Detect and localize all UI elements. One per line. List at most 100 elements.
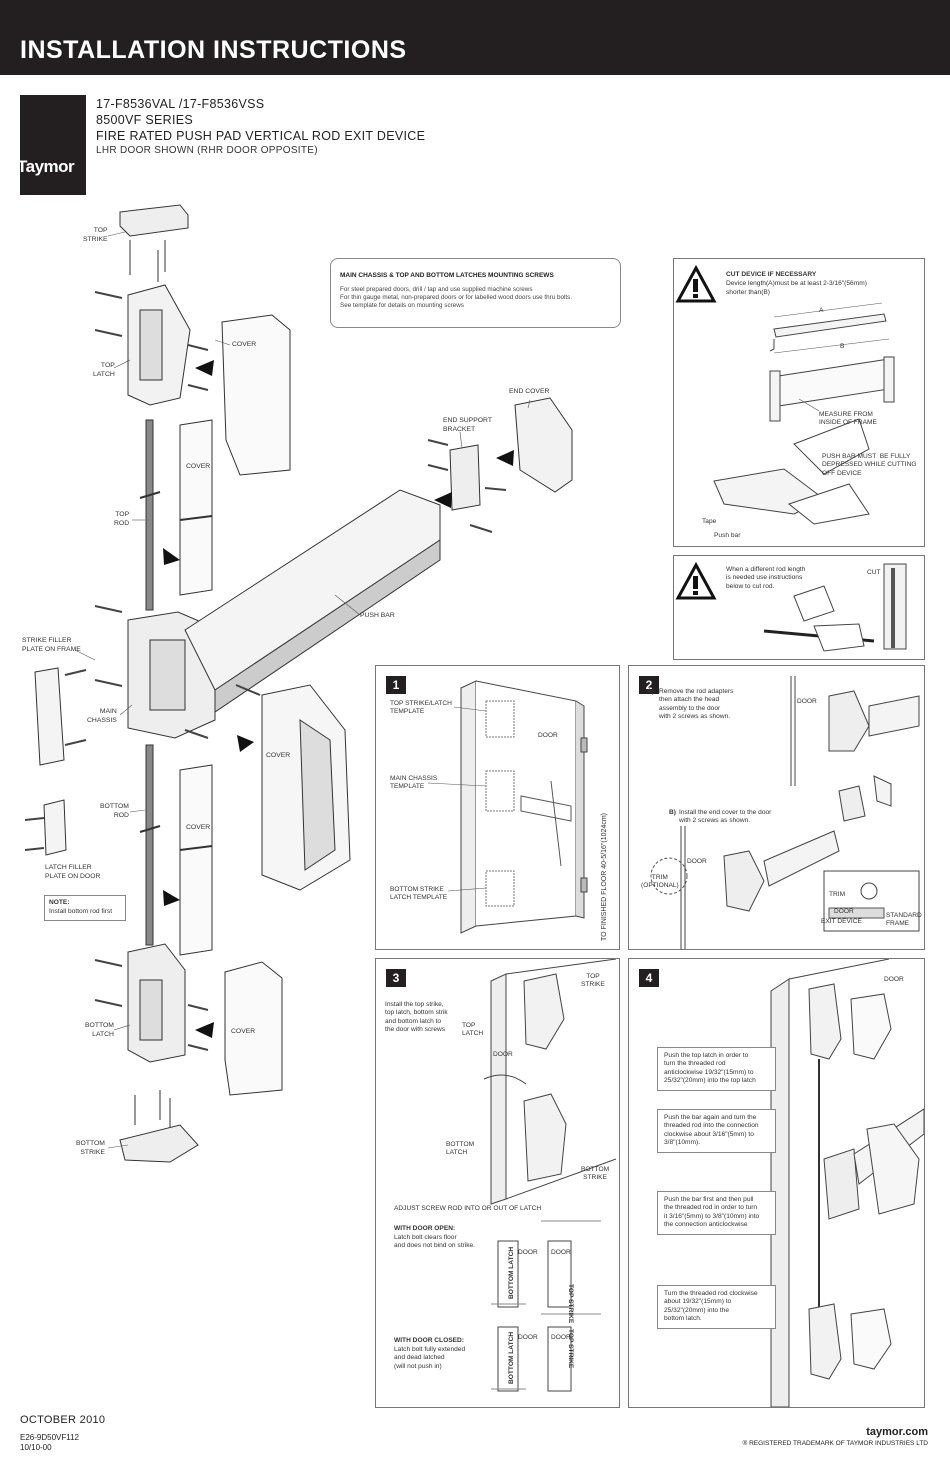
step-1-number: 1 xyxy=(386,676,406,694)
install-note-box: NOTE: Install bottom rod first xyxy=(44,895,126,921)
footer-trademark: ® REGISTERED TRADEMARK OF TAYMOR INDUSTR… xyxy=(742,1440,929,1447)
cut-device-line1-a: Device length xyxy=(726,280,766,287)
label-bottom-cover: COVER xyxy=(231,1028,256,1035)
model-info: 17-F8536VAL /17-F8536VSS 8500VF SERIES F… xyxy=(96,96,425,158)
top-template-label: TOP STRIKE/LATCH TEMPLATE xyxy=(390,700,452,716)
depress-note: PUSH BAR MUST BE FULLY DEPRESSED WHILE C… xyxy=(822,453,917,477)
label-rod-cover-top: COVER xyxy=(186,463,211,470)
exit-device-label: EXIT DEVICE xyxy=(821,918,862,925)
label-main-cover: COVER xyxy=(266,752,291,759)
step-3-top-latch: TOP LATCH xyxy=(462,1022,484,1038)
rod-length-text: When a different rod length is needed us… xyxy=(726,566,806,590)
step-1-door-label: DOOR xyxy=(538,732,558,739)
step-3-drawing xyxy=(483,959,617,1392)
page-title: INSTALLATION INSTRUCTIONS xyxy=(20,36,407,64)
label-latch-filler: LATCH FILLER PLATE ON DOOR xyxy=(45,864,101,880)
adjust-title: ADJUST SCREW ROD INTO OR OUT OF LATCH xyxy=(394,1205,542,1212)
step-2b-label: B) xyxy=(669,809,676,816)
step-3-panel: 3 Install the top strike, top latch, bot… xyxy=(375,958,620,1408)
label-bottom-rod: BOTTOM ROD xyxy=(100,803,129,819)
step-4-drawing xyxy=(770,959,924,1407)
rod-length-panel: When a different rod length is needed us… xyxy=(673,555,925,660)
step-3-door-d: DOOR xyxy=(551,1334,571,1341)
tape-label: Tape xyxy=(702,518,717,525)
cut-device-line1-b: must be at least 2-3/16"(56mm) xyxy=(774,280,867,287)
footer-date: OCTOBER 2010 xyxy=(20,1414,106,1426)
top-strike-vertical-1: TOP STRIKE xyxy=(567,1284,574,1324)
model-number: 17-F8536VAL /17-F8536VSS xyxy=(96,97,265,111)
step-2a-label: A) xyxy=(647,688,654,695)
label-bottom-latch: BOTTOM LATCH xyxy=(85,1022,114,1038)
model-description: FIRE RATED PUSH PAD VERTICAL ROD EXIT DE… xyxy=(96,129,426,143)
dimension-b: B xyxy=(840,343,845,350)
revision-code: 10/10-00 xyxy=(20,1443,52,1452)
trim-optional-label: TRIM (OPTIONAL) xyxy=(641,874,679,890)
cut-device-line2: shorter than(B) xyxy=(726,289,770,296)
mounting-screws-line1: For steel prepared doors, drill / tap an… xyxy=(340,286,533,293)
step-2-door2-label: DOOR xyxy=(687,858,707,865)
footer-website[interactable]: taymor.com xyxy=(866,1426,928,1438)
step-2-door-label: DOOR xyxy=(797,698,817,705)
step-4-text-3: Push the bar first and then pull the thr… xyxy=(664,1196,760,1229)
label-end-support-bracket: END SUPPORT BRACKET xyxy=(443,417,492,433)
step-3-door-label: DOOR xyxy=(493,1051,513,1058)
trim-label: TRIM xyxy=(829,891,846,898)
cut-device-panel: CUT DEVICE IF NECESSARY Device length(A)… xyxy=(673,258,925,547)
step-4-panel: 4 DOOR Push the top latch in order to tu… xyxy=(628,958,925,1408)
step-3-door-c: DOOR xyxy=(518,1334,538,1341)
step-3-bottom-strike: BOTTOM STRIKE xyxy=(581,1166,610,1182)
marker-b: B xyxy=(763,289,768,296)
door-open-text: Latch bolt clears floor and does not bin… xyxy=(394,1234,476,1250)
label-top-latch: TOP LATCH xyxy=(93,362,115,378)
label-strike-filler: STRIKE FILLER PLATE ON FRAME xyxy=(22,637,81,653)
taymor-logo: Taymor xyxy=(17,95,86,195)
label-top-strike: TOP STRIKE xyxy=(83,227,108,243)
step-4-door-label: DOOR xyxy=(884,976,904,983)
label-push-bar: PUSH BAR xyxy=(360,612,395,619)
step-3-number: 3 xyxy=(386,969,406,987)
step-2-drawing xyxy=(650,676,920,949)
marker-a: A xyxy=(768,280,773,287)
step-3-door-b: DOOR xyxy=(551,1249,571,1256)
label-top-cover: COVER xyxy=(232,341,257,348)
dimension-a: A xyxy=(819,307,824,314)
header-bar: INSTALLATION INSTRUCTIONS xyxy=(0,0,950,75)
step-4-note-1: Push the top latch in order to turn the … xyxy=(657,1047,776,1091)
step-3-top-strike: TOP STRIKE xyxy=(581,973,605,989)
measure-note: MEASURE FROM INSIDE OF FRAME xyxy=(819,411,877,427)
bottom-latch-vertical-1: BOTTOM LATCH xyxy=(508,1246,515,1299)
mounting-screws-line2: For thin gauge metal, non-prepared doors… xyxy=(340,294,573,301)
label-end-cover: END COVER xyxy=(509,388,550,395)
mounting-screws-line3: See template for details on mounting scr… xyxy=(340,302,464,309)
step-4-note-2: Push the bar again and turn the threaded… xyxy=(657,1109,776,1153)
label-top-rod: TOP ROD xyxy=(114,511,130,527)
door-closed-text: Latch bolt fully extended and dead latch… xyxy=(394,1346,466,1370)
step-3-door-a: DOOR xyxy=(518,1249,538,1256)
floor-dimension: TO FINISHED FLOOR 40-5/16"(1024cm) xyxy=(601,812,608,941)
bottom-template-label: BOTTOM STRIKE LATCH TEMPLATE xyxy=(390,886,448,902)
model-series: 8500VF SERIES xyxy=(96,113,194,127)
step-2-number: 2 xyxy=(639,676,659,694)
step-1-panel: 1 TOP STRIKE/LATCH TEMPLATE DOOR MAIN CH… xyxy=(375,665,620,950)
install-note-title: NOTE: xyxy=(49,899,70,906)
door-closed-title: WITH DOOR CLOSED: xyxy=(394,1337,464,1344)
label-bottom-strike: BOTTOM STRIKE xyxy=(76,1140,105,1156)
step-2b-text: Install the end cover to the door with 2… xyxy=(679,809,772,825)
document-code: E26-9D50VF112 xyxy=(20,1433,79,1442)
cut-device-drawing xyxy=(675,264,895,525)
step-2a-text: Remove the rod adapters then attach the … xyxy=(659,688,734,721)
step-4-text-2: Push the bar again and turn the threaded… xyxy=(664,1114,759,1147)
step-4-note-4: Turn the threaded rod clockwise about 19… xyxy=(657,1285,776,1329)
standard-frame-label: STANDARD FRAME xyxy=(886,912,922,928)
rod-cut-drawing xyxy=(675,561,907,652)
mounting-screws-note: MAIN CHASSIS & TOP AND BOTTOM LATCHES MO… xyxy=(330,258,621,328)
cut-device-line1: Device length(A)must be at least 2-3/16"… xyxy=(726,280,867,287)
step-4-text-1: Push the top latch in order to turn the … xyxy=(664,1052,756,1085)
step-2-door3-label: DOOR xyxy=(834,908,854,915)
label-main-chassis: MAIN CHASSIS xyxy=(87,708,117,724)
mounting-screws-title: MAIN CHASSIS & TOP AND BOTTOM LATCHES MO… xyxy=(340,272,554,279)
model-handing: LHR DOOR SHOWN (RHR DOOR OPPOSITE) xyxy=(96,145,318,156)
step-1-drawing xyxy=(427,680,588,934)
footer-code: E26-9D50VF112 10/10-00 xyxy=(20,1433,79,1453)
